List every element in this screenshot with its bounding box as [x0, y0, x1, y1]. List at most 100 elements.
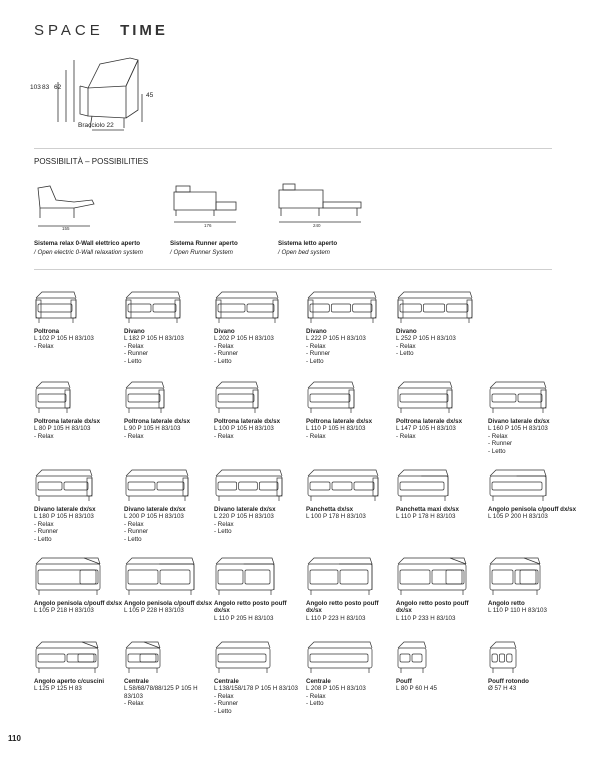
product-drawing [124, 284, 212, 324]
product-drawing [396, 550, 484, 596]
relax-dim: 155 [62, 226, 70, 231]
product-option: - Letto [306, 700, 324, 708]
product-dimensions: L 105 P 218 H 83/103 [34, 607, 94, 615]
dim-seat-height: 45 [146, 92, 154, 99]
product-dimensions: L 160 P 105 H 83/103 [488, 425, 548, 433]
product-drawing [396, 462, 484, 502]
product-dimensions: L 110 P 223 H 83/103 [306, 614, 366, 622]
section-title: POSSIBILITÀ – POSSIBILITIES [34, 157, 149, 166]
product-option: - Runner [214, 700, 239, 708]
product-drawing [214, 284, 302, 324]
runner-system-illustration [173, 185, 237, 223]
dim-armrest: Bracciolo 22 [78, 122, 114, 129]
product-drawing [306, 284, 394, 324]
product-option: - Relax [34, 520, 54, 528]
product-option: - Letto [214, 528, 232, 536]
product-dimensions: L 102 P 105 H 83/103 [34, 335, 94, 343]
product-name: Poltrona laterale dx/sx [306, 418, 373, 425]
system-runner-drawing: 176 [170, 180, 240, 230]
product-name: Angolo penisola c/pouff dx/sx [124, 600, 213, 607]
product-name: Pouff rotondo [488, 678, 529, 685]
divider [34, 148, 552, 149]
hero-dimension-drawing: 103 83 62 45 Bracciolo 22 [30, 48, 180, 138]
product-dimensions: L 180 P 105 H 83/103 [34, 513, 94, 521]
product-drawing [34, 284, 122, 324]
dim-height-1: 103 [30, 84, 41, 91]
page-title: SPACE TIME [34, 22, 168, 39]
system-caption-bed: Sistema letto aperto/ Open bed system [278, 240, 338, 256]
product-drawing [34, 374, 122, 414]
divider [34, 269, 552, 270]
product-drawing [214, 462, 302, 502]
product-drawing [488, 462, 576, 502]
product-option: - Relax [124, 342, 144, 350]
relax-system-illustration [37, 185, 95, 227]
product-dimensions: L 200 P 105 H 83/103 [124, 513, 184, 521]
product-drawing [124, 374, 212, 414]
product-option: - Letto [214, 707, 232, 715]
product-dimensions: L 110 P 233 H 83/103 [396, 614, 456, 622]
product-dimensions: L 125 P 125 H 83 [34, 685, 82, 693]
product-dimensions: L 252 P 105 H 83/103 [396, 335, 456, 343]
product-name: Divano [306, 328, 327, 335]
system-caption-relax: Sistema relax 0-Wall elettrico aperto/ O… [34, 240, 143, 256]
product-dimensions: L 208 P 105 H 83/103 [306, 685, 366, 693]
product-name: Angolo retto posto pouff dx/sx [396, 600, 469, 615]
product-name: Centrale [214, 678, 239, 685]
page-number: 110 [8, 734, 21, 743]
product-option: - Relax [214, 520, 234, 528]
product-drawing [34, 462, 122, 502]
product-name: Divano laterale dx/sx [214, 506, 276, 513]
product-drawing [306, 550, 394, 596]
product-option: - Runner [306, 350, 331, 358]
product-option: - Letto [214, 357, 232, 365]
system-bed-drawing: 240 [275, 180, 365, 230]
product-drawing [396, 284, 484, 324]
product-option: - Runner [214, 350, 239, 358]
product-drawing [34, 550, 122, 596]
product-name: Poltrona laterale dx/sx [214, 418, 281, 425]
product-name: Angolo aperto c/cuscini [34, 678, 105, 685]
product-name: Centrale [306, 678, 331, 685]
product-dimensions: L 100 P 178 H 83/103 [306, 513, 366, 521]
product-dimensions: L 182 P 105 H 83/103 [124, 335, 184, 343]
product-dimensions: L 147 P 105 H 83/103 [396, 425, 456, 433]
product-name: Divano [124, 328, 145, 335]
product-option: - Relax [396, 432, 416, 440]
product-option: - Letto [34, 535, 52, 543]
product-name: Divano laterale dx/sx [488, 418, 550, 425]
